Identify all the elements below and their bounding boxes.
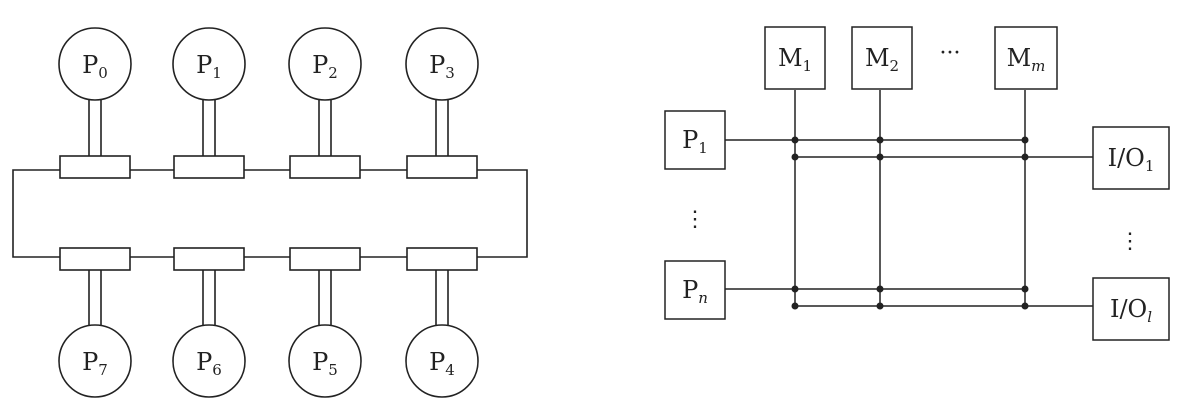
memory-ellipsis: ··· xyxy=(940,41,961,66)
io-label-1: I/O1 xyxy=(1108,144,1155,175)
memory-label-2: M2 xyxy=(865,44,899,75)
ring-processor-circle-4 xyxy=(405,324,479,398)
junction-dot xyxy=(1021,302,1029,310)
memory-box-m xyxy=(994,26,1058,90)
ring-processor-label-4: P4 xyxy=(429,348,455,379)
junction-dot xyxy=(791,136,799,144)
crossbar-labels: M1 M2 Mm ··· P1 Pn ⋮ I/O1 I/Ol ⋮ xyxy=(682,41,1154,326)
ring-processor-label-2: P2 xyxy=(312,51,338,82)
ring-switch-top-1 xyxy=(173,155,245,179)
io-ellipsis: ⋮ xyxy=(1119,229,1141,254)
ring-loop xyxy=(12,169,528,258)
crossbar-network xyxy=(664,26,1170,341)
ring-processor-circle-2 xyxy=(288,27,362,101)
junction-dot xyxy=(791,285,799,293)
junction-dot xyxy=(876,136,884,144)
ring-switch-bottom-7 xyxy=(59,247,131,271)
ring-processor-label-7: P7 xyxy=(82,348,108,379)
crossbar-junctions xyxy=(791,136,1029,310)
processor-label-n: Pn xyxy=(682,276,708,307)
io-box-l xyxy=(1092,277,1170,341)
ring-processor-label-0: P0 xyxy=(82,51,108,82)
ring-processor-label-5: P5 xyxy=(312,348,338,379)
ring-processor-label-6: P6 xyxy=(196,348,222,379)
ring-stems-top xyxy=(88,99,449,156)
ring-switch-bottom-5 xyxy=(289,247,361,271)
io-box-1 xyxy=(1092,126,1170,190)
ring-switch-top-2 xyxy=(289,155,361,179)
processor-label-1: P1 xyxy=(682,126,708,157)
junction-dot xyxy=(876,153,884,161)
memory-label-1: M1 xyxy=(778,44,812,75)
ring-processor-label-3: P3 xyxy=(429,51,455,82)
junction-dot xyxy=(791,153,799,161)
processor-ellipsis: ⋮ xyxy=(684,207,706,232)
ring-processor-circle-1 xyxy=(172,27,246,101)
junction-dot xyxy=(791,302,799,310)
ring-switch-top-0 xyxy=(59,155,131,179)
junction-dot xyxy=(876,302,884,310)
memory-label-m: Mm xyxy=(1007,44,1046,75)
ring-switch-top-3 xyxy=(406,155,478,179)
ring-switch-bottom-4 xyxy=(406,247,478,271)
processor-box-n xyxy=(664,260,726,320)
ring-network xyxy=(12,27,528,398)
junction-dot xyxy=(1021,153,1029,161)
ring-switch-bottom-6 xyxy=(173,247,245,271)
ring-processor-circle-6 xyxy=(172,324,246,398)
ring-processor-circle-5 xyxy=(288,324,362,398)
ring-labels: P0 P1 P2 P3 P7 P6 P5 P4 xyxy=(82,51,455,379)
ring-processor-circle-7 xyxy=(58,324,132,398)
ring-processor-circle-3 xyxy=(405,27,479,101)
processor-box-1 xyxy=(664,110,726,170)
ring-processor-label-1: P1 xyxy=(196,51,222,82)
junction-dot xyxy=(876,285,884,293)
junction-dot xyxy=(1021,136,1029,144)
junction-dot xyxy=(1021,285,1029,293)
memory-box-2 xyxy=(851,26,913,90)
memory-box-1 xyxy=(764,26,826,90)
io-label-l: I/Ol xyxy=(1110,295,1152,326)
ring-processor-circle-0 xyxy=(58,27,132,101)
ring-stems-bottom xyxy=(88,270,449,326)
